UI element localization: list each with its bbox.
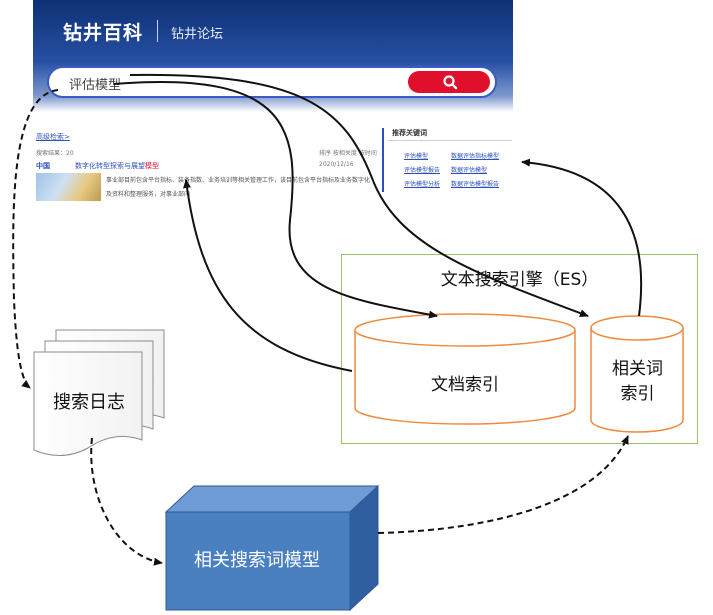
search-button[interactable] [408,71,490,93]
recommended-keywords-panel: 推荐关键词 评估模型 数据评估指标模型 评估模型报告 数据评估模型 评估模型分析… [382,126,513,196]
site-logo[interactable]: 钻井百科 [63,22,144,44]
search-engine-title: 文本搜索引擎（ES） [440,270,599,290]
panel-divider [388,140,512,141]
arrow-doc-index-to-results [183,179,353,372]
keyword-link[interactable]: 数据评估模型报告 [451,181,500,188]
related-word-index-line2: 索引 [620,384,655,404]
result-source: 中国 [36,162,50,170]
result-thumbnail[interactable] [36,173,101,201]
advanced-search-link[interactable]: 高级检索> [36,133,70,141]
keyword-link[interactable]: 数据评估指标模型 [451,153,500,160]
arrow-model-to-related-index [377,435,629,534]
arrow-related-index-to-keywords [521,158,643,317]
panel-accent-bar [382,128,384,192]
header-divider [157,20,158,42]
document-index-label: 文档索引 [431,375,499,395]
search-input[interactable]: 评估模型 [69,78,122,93]
search-engine-container [341,254,698,444]
result-snippet: 及资料和整理服务，对事业部内 [106,191,191,198]
result-title-link[interactable]: 数字化转型探索与展望模型 [75,161,159,171]
forum-link[interactable]: 钻井论坛 [171,27,224,42]
search-icon [443,75,458,90]
keyword-link[interactable]: 评估模型分析 [404,181,441,188]
search-results-screenshot: 钻井百科 钻井论坛 评估模型 高级检索> 搜索结果：20 排序 按相关度 按时间… [33,0,513,212]
search-log-documents [33,329,165,456]
keyword-link[interactable]: 评估模型报告 [404,167,441,174]
result-title-highlight: 模型 [145,162,159,170]
keyword-link[interactable]: 评估模型 [404,153,429,160]
result-date: 2020/12/16 [319,161,354,168]
related-word-index-line1: 相关词 [612,359,663,379]
arrow-query-to-doc-index [113,80,438,319]
document-index-cylinder [354,313,576,425]
panel-title: 推荐关键词 [392,129,427,137]
arrow-log-to-model [90,437,163,566]
search-log-label: 搜索日志 [53,392,125,413]
related-search-model-cube [164,484,380,612]
related-model-label: 相关搜索词模型 [194,550,320,571]
result-title-prefix: 数字化转型探索与展望 [75,162,145,170]
keyword-link[interactable]: 数据评估模型 [451,167,488,174]
related-word-index-label: 相关词 索引 [590,357,685,407]
arrow-search-to-log [12,89,59,389]
arrow-query-to-related-index [129,73,589,317]
search-bar[interactable]: 评估模型 [47,66,497,98]
related-word-index-cylinder [590,315,684,433]
site-header: 钻井百科 钻井论坛 评估模型 [33,0,513,112]
result-sort[interactable]: 排序 按相关度 按时间 [319,150,377,157]
result-count: 搜索结果：20 [36,150,74,157]
result-snippet: 事业部目前包含平台指标、装备指数、业务培训等相关管理工作，该目前包含平台指标及业… [106,177,371,184]
